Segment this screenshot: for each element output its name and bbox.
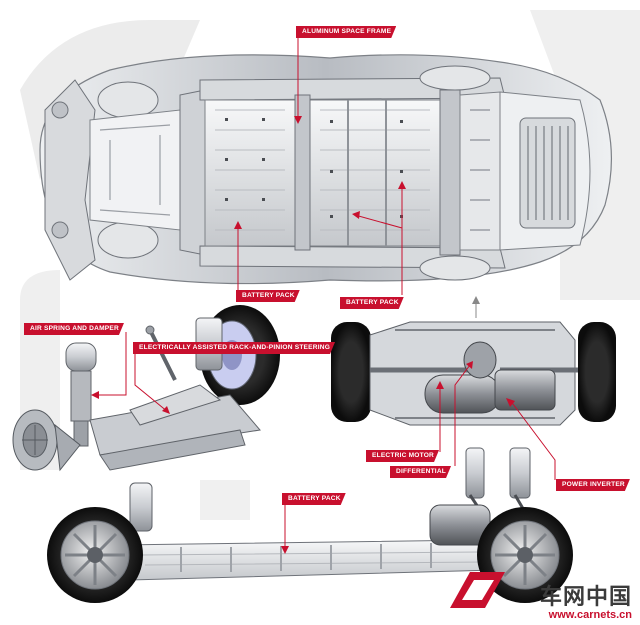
rear-drive-unit-illustration [331,296,616,426]
logo-chinese-text: 车网中国 [539,585,632,610]
label-differential: DIFFERENTIAL [390,466,451,478]
space-frame-illustration [39,54,613,285]
label-aluminum-space-frame: ALUMINUM SPACE FRAME [296,26,396,38]
label-battery-pack-top-left: BATTERY PACK [236,290,300,302]
top-battery-pack [204,99,441,247]
label-electric-motor: ELECTRIC MOTOR [366,450,439,462]
label-power-inverter: POWER INVERTER [556,479,630,491]
label-air-spring-and-damper: AIR SPRING AND DAMPER [24,323,124,335]
label-battery-pack-top-right: BATTERY PACK [340,297,404,309]
logo-mark [450,572,505,608]
logo-url-text: www.carnets.cn [548,609,632,621]
watermark-logo: 车网中国 www.carnets.cn [540,579,632,621]
leader-lines [91,38,556,554]
label-steering: ELECTRICALLY ASSISTED RACK-AND-PINION ST… [133,342,335,354]
label-battery-pack-bottom: BATTERY PACK [282,493,346,505]
